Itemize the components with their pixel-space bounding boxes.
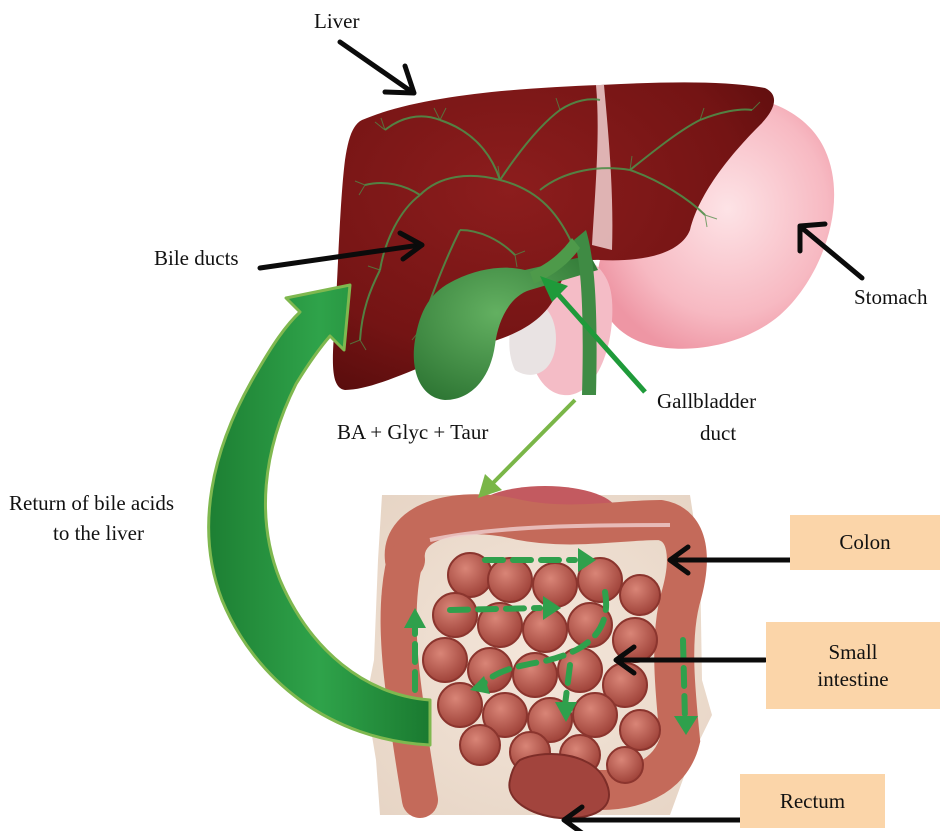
colon-label-box: Colon: [790, 515, 940, 570]
bile-ducts-label: Bile ducts: [154, 245, 239, 271]
gallbladder-duct-label-line2: duct: [700, 420, 736, 446]
duct-to-intestine-arrow: [478, 400, 575, 498]
gallbladder-duct-label-line1: Gallbladder: [657, 388, 756, 414]
bile-acid-conjugates-label: BA + Glyc + Taur: [337, 419, 488, 445]
small-intestine-label-line2: intestine: [817, 666, 888, 693]
return-bile-acids-label-line2: to the liver: [53, 520, 144, 546]
small-intestine-label-box: Small intestine: [766, 622, 940, 709]
return-bile-acids-label-line1: Return of bile acids: [9, 490, 174, 516]
colon-label: Colon: [839, 529, 890, 556]
stomach-label: Stomach: [854, 284, 928, 310]
rectum-label-box: Rectum: [740, 774, 885, 828]
small-intestine-label-line1: Small: [828, 639, 877, 666]
rectum-label: Rectum: [780, 788, 845, 815]
liver-label: Liver: [314, 8, 359, 34]
